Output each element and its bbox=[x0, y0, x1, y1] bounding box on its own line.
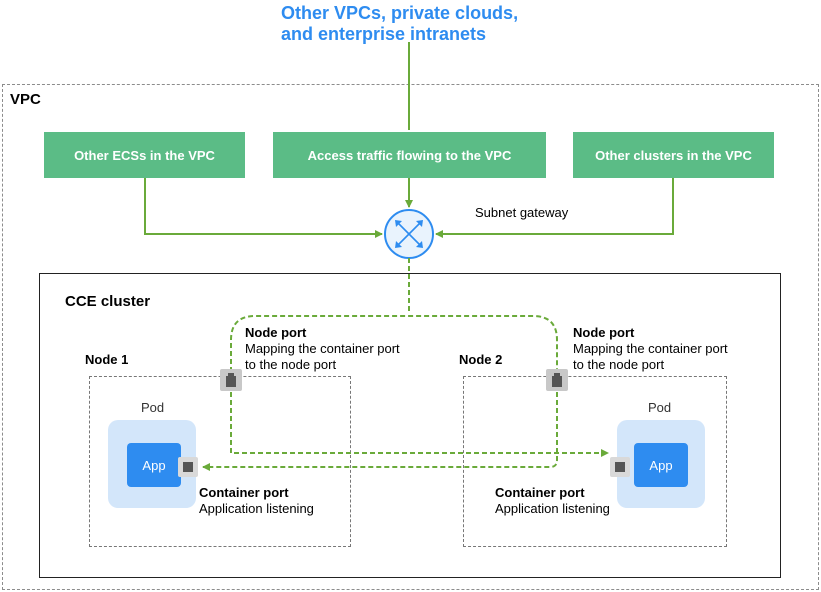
cce-cluster-boundary bbox=[39, 273, 781, 578]
vpc-label: VPC bbox=[10, 91, 41, 108]
title-line-1: Other VPCs, private clouds, bbox=[281, 3, 519, 23]
node-2-app: App bbox=[634, 443, 688, 487]
node-1-node-port-title: Node port bbox=[245, 325, 307, 340]
node-1-node-port-desc-2: to the node port bbox=[245, 357, 337, 372]
node2-to-node1-container-path bbox=[202, 392, 558, 471]
node-2-node-port-desc-2: to the node port bbox=[573, 357, 665, 372]
node-1-pod-label: Pod bbox=[141, 400, 165, 415]
cce-cluster-label: CCE cluster bbox=[65, 293, 151, 310]
access-traffic-box: Access traffic flowing to the VPC bbox=[273, 132, 546, 178]
node-2-container-port-desc: Application listening bbox=[495, 501, 610, 516]
subnet-gateway-label: Subnet gateway bbox=[475, 205, 569, 220]
node-2-node-port-icon bbox=[546, 369, 568, 391]
node-2-container-port-icon bbox=[610, 457, 630, 477]
vpc-boundary bbox=[2, 84, 819, 590]
node-1-container-port-icon bbox=[178, 457, 198, 477]
node-2-box bbox=[463, 376, 727, 547]
other-ecs-box: Other ECSs in the VPC bbox=[44, 132, 245, 178]
node-2-label: Node 2 bbox=[459, 352, 503, 367]
node-1-container-port-desc: Application listening bbox=[199, 501, 314, 516]
clusters-to-gateway-arrow bbox=[435, 178, 674, 238]
node-1-app: App bbox=[127, 443, 181, 487]
node-2-pod-label: Pod bbox=[648, 400, 672, 415]
node-port-bracket bbox=[230, 315, 558, 372]
node-2-container-port-title: Container port bbox=[495, 485, 585, 500]
other-clusters-box: Other clusters in the VPC bbox=[573, 132, 774, 178]
node-2-node-port-desc-1: Mapping the container port bbox=[573, 341, 728, 356]
node-1-node-port-desc-1: Mapping the container port bbox=[245, 341, 400, 356]
node-2-node-port-title: Node port bbox=[573, 325, 635, 340]
node1-to-node2-container-path bbox=[230, 392, 609, 457]
router-icon bbox=[384, 209, 434, 259]
ecs-to-gateway-arrow bbox=[144, 178, 383, 238]
node-1-container-port-title: Container port bbox=[199, 485, 289, 500]
node-1-node-port-icon bbox=[220, 369, 242, 391]
node-1-label: Node 1 bbox=[85, 352, 129, 367]
title-line-2: and enterprise intranets bbox=[281, 24, 487, 44]
